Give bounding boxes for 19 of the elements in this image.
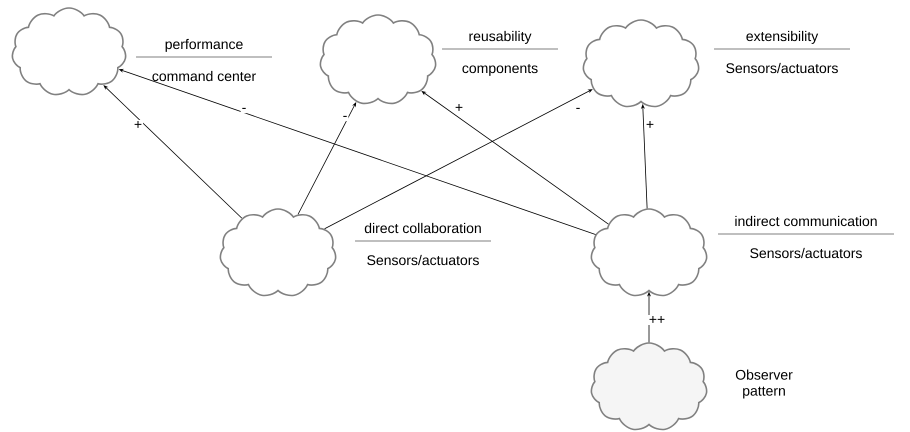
node-caption: performance command center (136, 38, 272, 82)
cloud (590, 342, 708, 430)
edge-label: - (342, 114, 348, 122)
cloud (12, 7, 126, 96)
cloud (590, 208, 708, 296)
node-caption: reusability components (442, 30, 558, 76)
cloud (320, 14, 436, 104)
node-caption: extensibility Sensors/actuators (714, 30, 850, 74)
edge-label: + (132, 120, 144, 130)
edge-label: + (454, 102, 464, 114)
cloud (582, 19, 700, 108)
edge-label: ++ (648, 314, 666, 326)
edge-label: - (574, 106, 582, 114)
edge-label: + (644, 120, 656, 130)
node-caption: direct collaboration Sensors/actuators (354, 222, 492, 266)
node-caption: indirect communication Sensors/actuators (718, 216, 894, 258)
cloud (220, 208, 336, 296)
edge-label: - (240, 106, 248, 114)
node-caption: Observer pattern (736, 369, 793, 399)
